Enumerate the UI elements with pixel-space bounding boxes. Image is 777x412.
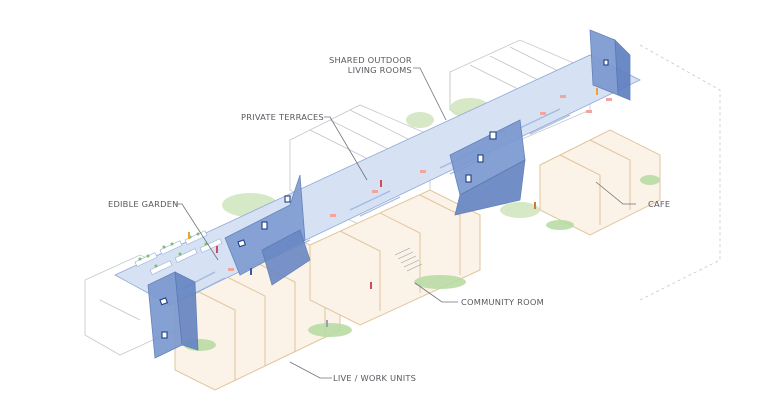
label-cafe: CAFE (648, 199, 671, 209)
facade-windows (159, 59, 609, 339)
community-chairs (394, 247, 423, 272)
ground-floor-timber (174, 129, 661, 391)
people (188, 88, 598, 327)
label-live-work-units: LIVE / WORK UNITS (333, 373, 417, 383)
label-shared-outdoor-living-rooms: SHARED OUTDOOR LIVING ROOMS (329, 55, 412, 75)
label-private-terraces: PRIVATE TERRACES (241, 112, 324, 122)
label-line-1: SHARED OUTDOOR (329, 55, 412, 65)
label-line-2: LIVING ROOMS (347, 65, 412, 75)
ground-planting (184, 175, 660, 351)
label-edible-garden: EDIBLE GARDEN (108, 199, 179, 209)
leader-lines (176, 67, 636, 379)
garden-planters (134, 230, 223, 275)
label-community-room: COMMUNITY ROOM (461, 297, 544, 307)
